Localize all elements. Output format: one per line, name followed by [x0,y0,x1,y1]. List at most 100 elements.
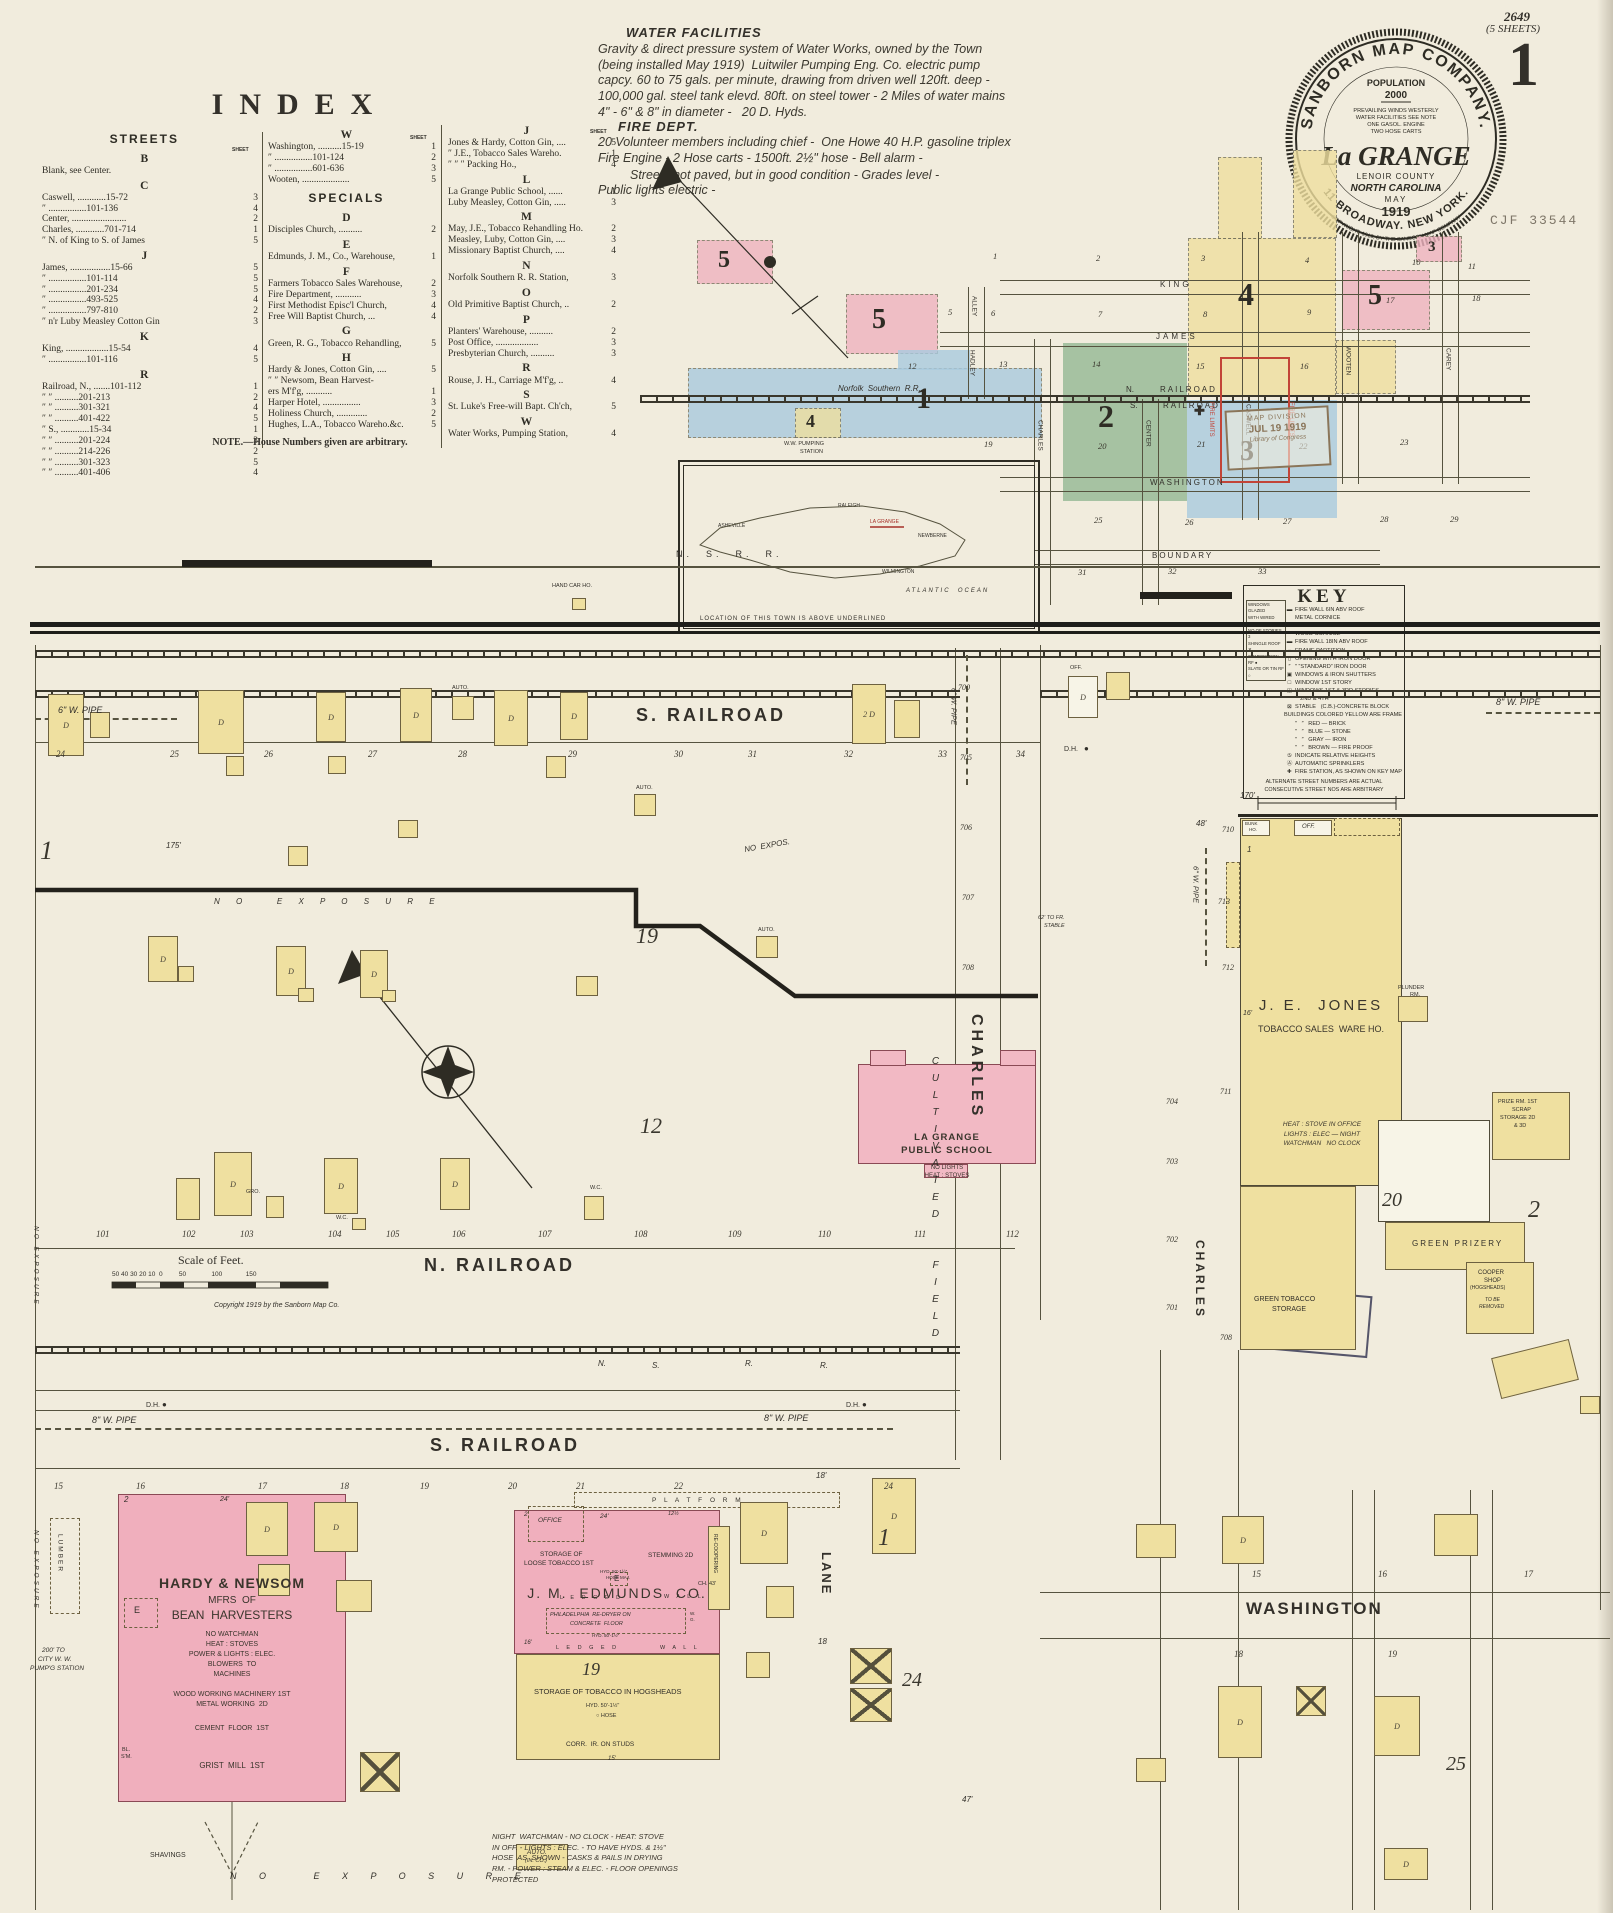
lot-number: 708 [1220,1333,1232,1342]
street-name: S. RAILROAD [430,1435,580,1455]
compass-arrowhead [338,950,366,984]
building: D [400,688,432,742]
legend-side-note: SHINGLE ROOF ✕ [1248,640,1281,652]
building: D [198,690,244,754]
seal-month: MAY [1385,195,1408,204]
map-annotation: ● [162,1400,167,1409]
street-name: N. RAILROAD [424,1255,575,1275]
keymap-block-number: 19 [984,439,993,449]
keymap-block-number: 9 [1307,307,1312,317]
inset-caption: LOCATION OF THIS TOWN IS ABOVE UNDERLINE… [700,616,887,622]
keymap-street-line [1034,564,1380,565]
index-row: Hardy & Jones, Cotton Gin, ....5 [268,365,436,376]
legend-row: ″ ″ BROWN — FIRE PROOF [1284,744,1402,752]
building [1434,1514,1478,1556]
building: D [1384,1848,1428,1880]
index-entry: Free Will Baptist Church, ... [268,311,376,322]
series-number: 2649 [1504,9,1530,24]
keymap-sheet-area [795,408,841,438]
map-annotation: 24' [220,1496,230,1503]
index-row: S [448,386,616,402]
block-number: 1 [878,1525,890,1551]
scale-bar-segment [208,1282,256,1288]
index-row: Free Will Baptist Church, ...4 [268,312,436,323]
keymap-street-line [1000,477,1530,478]
index-entry: ″ ................601-636 [268,163,344,174]
building-label-line: POWER & LIGHTS : ELEC. [188,1650,276,1658]
legend-text: ″ ″ BLUE — STONE [1295,728,1351,735]
keymap-block-number: 15 [1196,361,1205,371]
keymap-sheet-area [1336,340,1396,394]
railroad-track [35,1346,960,1354]
index-entry: Norfolk Southern R. R. Station, [448,273,569,284]
legend-side-note: SLATE OR TIN RF ○ [1248,666,1284,678]
map-annotation: D.H. [1064,746,1078,753]
scale-bar-segment [112,1282,136,1288]
legend-text: OPENING WITH IRON DOOR [1295,655,1371,662]
index-entry: James, .................15-66 [42,262,133,273]
index-entry: Hughes, L.A., Tobacco Wareho.&c. [268,419,404,430]
legend-text: FIRE WALL 18IN ABV ROOF [1295,639,1368,646]
index-entry: Caswell, ............15-72 [42,192,129,203]
street-line [35,1390,960,1391]
index-entry: Measley, Luby, Cotton Gin, .... [448,235,566,246]
stable-crossed-box [1296,1686,1326,1716]
lot-number: 30 [674,749,683,759]
building [546,1608,686,1634]
index-entry: ″ ″ ..........401-422 [42,414,111,425]
lot-number: 703 [1166,1157,1178,1166]
building [298,988,314,1002]
index-entry: Old Primitive Baptist Church, .. [448,300,570,310]
map-annotation: STORAGE 2D [1500,1115,1536,1121]
keymap-block-number: 32 [1168,566,1177,576]
keymap-sheet-area [697,240,773,284]
sheets-count-note: (5 SHEETS) [1486,23,1541,35]
index-entry: ″ N. of King to S. of James [42,236,145,247]
index-row: ″ J.E., Tobacco Sales Wareho.1 [448,149,616,160]
keymap-street-line [1158,399,1159,605]
index-sheet-number: 1 [431,252,436,263]
keymap-label: WASHINGTON [1150,478,1225,487]
map-annotation: E [134,1605,141,1615]
lot-number: 710 [1222,825,1234,834]
index-entry: ″ ″ ..........301-323 [42,457,111,468]
building [226,756,244,776]
index-sheet-number: 1 [253,425,258,436]
note-line: Gravity & direct pressure system of Wate… [598,42,983,56]
jm-edmunds-co-title: J. M. EDMUNDS CO. [514,1530,720,1601]
building [572,598,586,610]
street-line [1040,1592,1610,1593]
index-row: Center, .......................2 [42,214,258,225]
street-line [1040,1638,1610,1639]
building [90,712,110,738]
building-note-line: RM. - POWER : STEAM & ELEC. - FLOOR OPEN… [492,1864,678,1874]
legend-row: ▬FIRE WALL 6IN ABV ROOF [1284,606,1402,614]
lot-number: 15 [54,1481,63,1491]
building [1240,1186,1356,1350]
index-entry: ″ ″ Newsom, Bean Harvest- [268,376,374,387]
keymap-label: ALLEY [970,296,978,317]
keymap-street-line [1034,550,1380,551]
index-row: M [448,208,616,224]
map-annotation: N O E X P O S U R E [230,1871,531,1881]
index-row: C [42,177,258,193]
lot-number: 28 [458,749,467,759]
map-annotation: 47' [962,1795,973,1804]
index-entry: Post Office, .................. [448,337,539,348]
legend-symbol: ⊠ [1287,704,1292,711]
map-annotation: Copyright 1919 by the Sanborn Map Co. [214,1302,340,1309]
streets-note: Streets not paved, but in good condition… [630,168,940,182]
index-row: Harper Hotel, ................3 [268,398,436,409]
map-annotation: SCRAP [1512,1107,1531,1113]
building [452,696,474,720]
lot-number: 16 [1378,1569,1387,1579]
keymap-block-number: 1 [993,251,998,261]
index-row: F [268,263,436,279]
building [1334,818,1400,836]
